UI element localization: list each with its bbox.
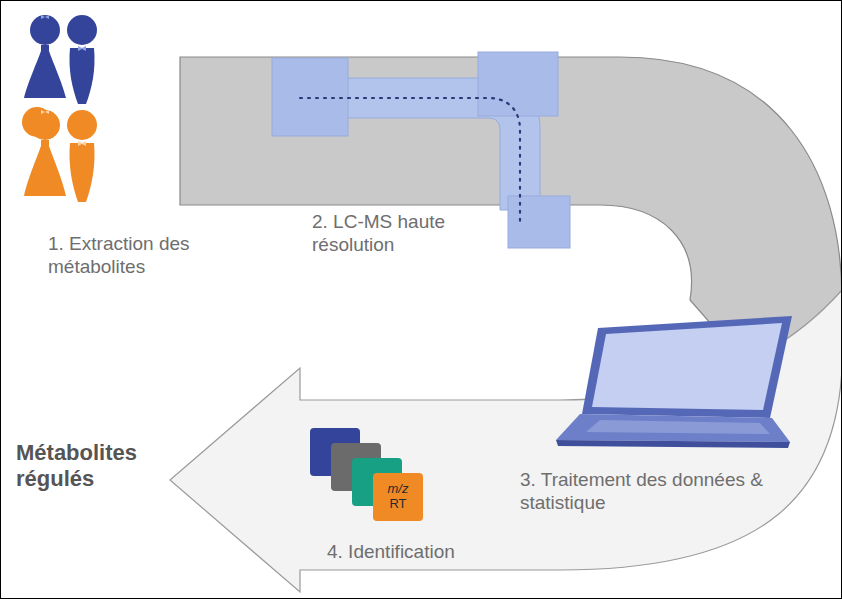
- people-icons: [22, 15, 97, 202]
- step-label: 4. Identification: [327, 540, 527, 563]
- identification-card: m/zRT: [373, 473, 423, 521]
- card-text: RT: [389, 497, 406, 512]
- step-label: 3. Traitement des données & statistique: [520, 468, 790, 514]
- laptop-icon: [556, 316, 792, 448]
- ribbon-arrow: [170, 290, 842, 592]
- step-label: 1. Extraction des métabolites: [48, 232, 248, 278]
- result-label: Métabolites régulés: [16, 440, 166, 493]
- step-label: 2. LC-MS haute résolution: [312, 210, 502, 256]
- card-text: m/z: [388, 482, 409, 497]
